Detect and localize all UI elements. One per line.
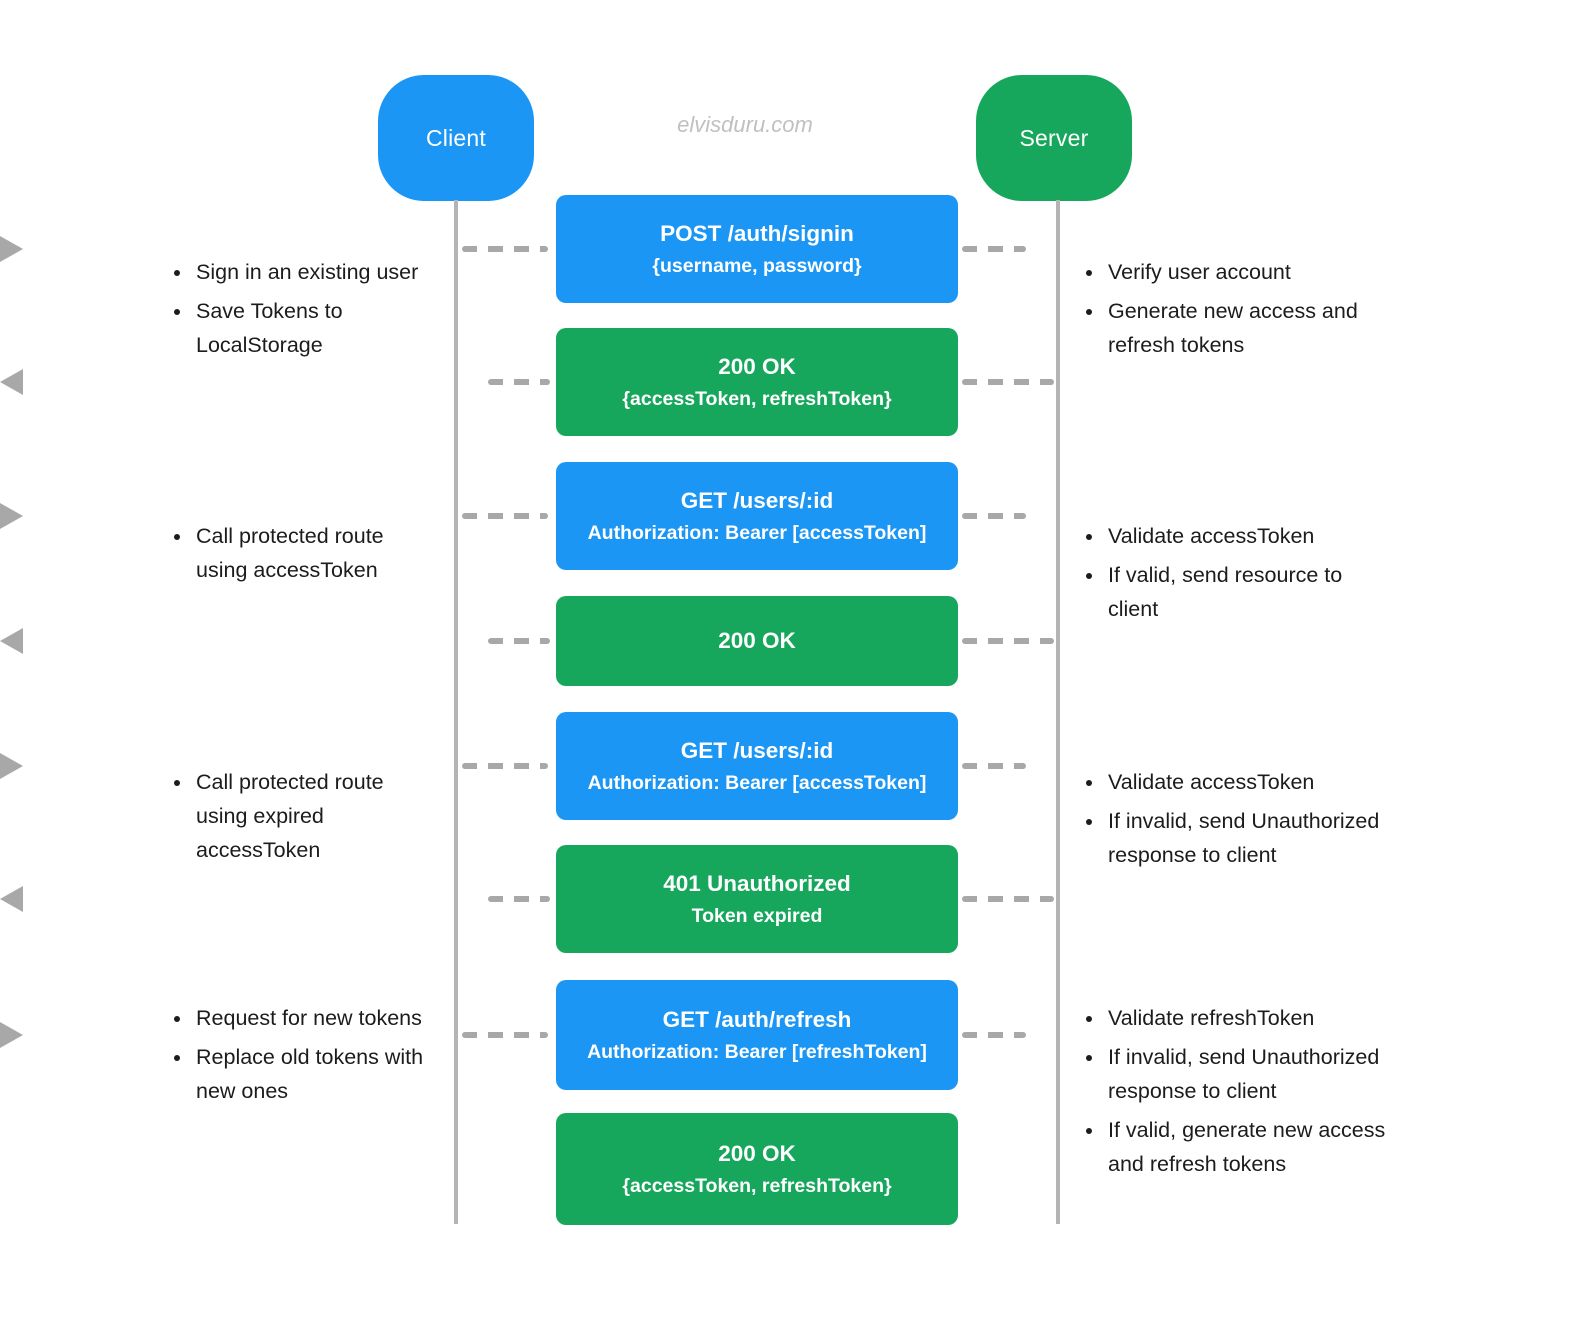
- server-actor-bubble: Server: [976, 75, 1132, 201]
- arrowhead-left-icon: [0, 886, 23, 912]
- message-line2: {accessToken, refreshToken}: [622, 387, 892, 410]
- server-note-validate-invalid: Validate accessToken If invalid, send Un…: [1078, 766, 1394, 878]
- dashed-line: [962, 1032, 1026, 1038]
- dashed-line: [462, 246, 548, 252]
- message-line2: Authorization: Bearer [refreshToken]: [587, 1040, 927, 1063]
- note-item: Validate refreshToken: [1105, 1002, 1394, 1036]
- message-line1: 401 Unauthorized: [663, 870, 851, 896]
- note-item: If valid, send resource to client: [1105, 559, 1394, 627]
- dashed-line: [462, 1032, 548, 1038]
- arrowhead-right-icon: [0, 503, 23, 529]
- dashed-line: [962, 379, 1054, 385]
- message-line2: Authorization: Bearer [accessToken]: [587, 771, 927, 794]
- note-item: Replace old tokens with new ones: [193, 1041, 430, 1109]
- server-lifeline: [1056, 200, 1060, 1224]
- message-box-get-users-id-expired: GET /users/:id Authorization: Bearer [ac…: [556, 712, 958, 820]
- server-note-signin: Verify user account Generate new access …: [1078, 256, 1394, 368]
- message-box-200-ok: 200 OK: [556, 596, 958, 686]
- message-line1: GET /users/:id: [680, 737, 834, 763]
- note-item: Save Tokens to LocalStorage: [193, 295, 430, 363]
- note-item: Request for new tokens: [193, 1002, 430, 1036]
- dashed-line: [462, 513, 548, 519]
- note-item: Validate accessToken: [1105, 766, 1394, 800]
- note-item: Call protected route using accessToken: [193, 520, 430, 588]
- dashed-line: [962, 513, 1026, 519]
- client-note-refresh: Request for new tokens Replace old token…: [166, 1002, 430, 1114]
- message-line2: Token expired: [691, 904, 823, 927]
- server-note-refresh: Validate refreshToken If invalid, send U…: [1078, 1002, 1394, 1187]
- message-line2: Authorization: Bearer [accessToken]: [587, 521, 927, 544]
- message-box-200-ok-new-tokens: 200 OK {accessToken, refreshToken}: [556, 1113, 958, 1225]
- message-box-get-users-id: GET /users/:id Authorization: Bearer [ac…: [556, 462, 958, 570]
- note-item: Verify user account: [1105, 256, 1394, 290]
- dashed-line: [462, 763, 548, 769]
- arrowhead-left-icon: [0, 628, 23, 654]
- message-line1: POST /auth/signin: [660, 220, 854, 246]
- arrowhead-right-icon: [0, 236, 23, 262]
- note-item: Call protected route using expired acces…: [193, 766, 430, 868]
- message-box-get-auth-refresh: GET /auth/refresh Authorization: Bearer …: [556, 980, 958, 1090]
- message-line1: GET /auth/refresh: [662, 1006, 852, 1032]
- note-item: If invalid, send Unauthorized response t…: [1105, 805, 1394, 873]
- message-line2: {username, password}: [652, 254, 862, 277]
- client-note-signin: Sign in an existing user Save Tokens to …: [166, 256, 430, 368]
- message-line1: GET /users/:id: [680, 487, 834, 513]
- dashed-line: [962, 638, 1054, 644]
- message-box-post-auth-signin: POST /auth/signin {username, password}: [556, 195, 958, 303]
- client-lifeline: [454, 200, 458, 1224]
- dashed-line: [488, 638, 550, 644]
- message-line1: 200 OK: [718, 1140, 796, 1166]
- message-box-401-unauthorized: 401 Unauthorized Token expired: [556, 845, 958, 953]
- client-actor-bubble: Client: [378, 75, 534, 201]
- message-box-200-ok-tokens: 200 OK {accessToken, refreshToken}: [556, 328, 958, 436]
- client-actor-label: Client: [425, 124, 486, 151]
- arrowhead-right-icon: [0, 753, 23, 779]
- client-note-expired-token: Call protected route using expired acces…: [166, 766, 430, 873]
- client-note-protected-route: Call protected route using accessToken: [166, 520, 430, 593]
- arrowhead-left-icon: [0, 369, 23, 395]
- note-item: If invalid, send Unauthorized response t…: [1105, 1041, 1394, 1109]
- note-item: Generate new access and refresh tokens: [1105, 295, 1394, 363]
- server-actor-label: Server: [1019, 124, 1089, 151]
- server-note-validate-valid: Validate accessToken If valid, send reso…: [1078, 520, 1394, 632]
- note-item: Sign in an existing user: [193, 256, 430, 290]
- dashed-line: [488, 379, 550, 385]
- note-item: If valid, generate new access and refres…: [1105, 1114, 1394, 1182]
- note-item: Validate accessToken: [1105, 520, 1394, 554]
- dashed-line: [962, 246, 1026, 252]
- arrowhead-right-icon: [0, 1022, 23, 1048]
- dashed-line: [488, 896, 550, 902]
- message-line1: 200 OK: [718, 628, 796, 653]
- message-line2: {accessToken, refreshToken}: [622, 1174, 892, 1197]
- dashed-line: [962, 763, 1026, 769]
- dashed-line: [962, 896, 1054, 902]
- message-line1: 200 OK: [718, 353, 796, 379]
- watermark: elvisduru.com: [677, 112, 813, 137]
